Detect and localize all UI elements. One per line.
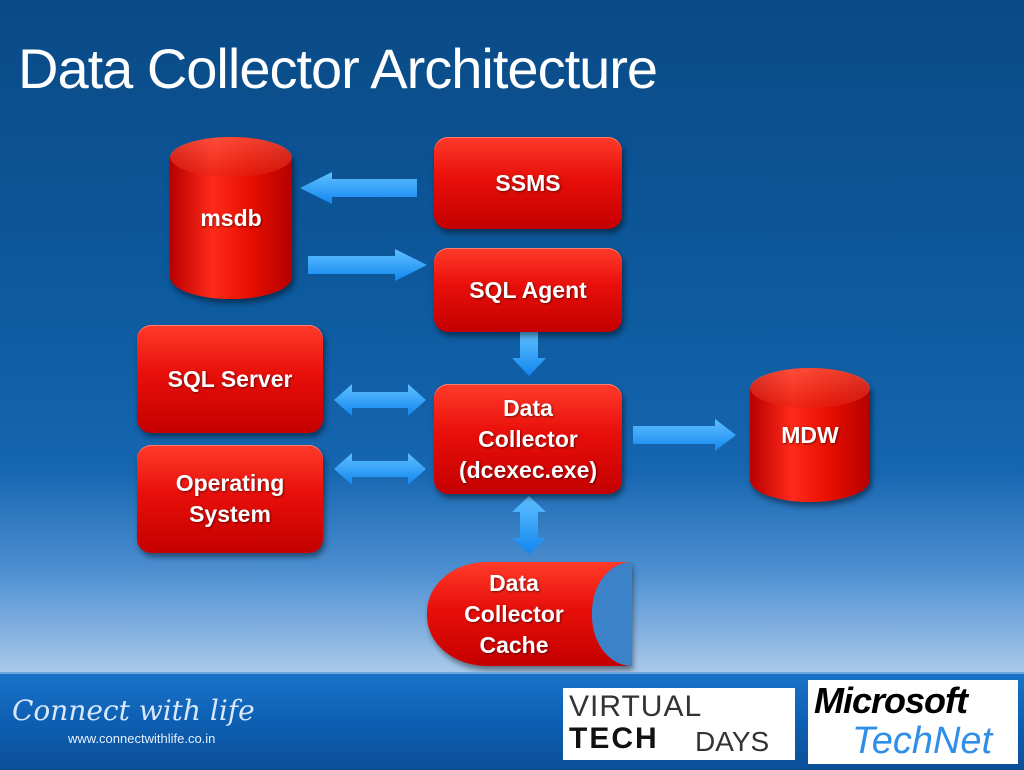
cache-label: Data Collector Cache	[464, 569, 564, 658]
slide: Data Collector Architecture msdb SSMS SQ…	[0, 0, 1024, 672]
mdw-database: MDW	[750, 368, 870, 502]
virtual-techdays-logo: VIRTUAL TECH DAYS	[563, 688, 795, 760]
logo-days-text: DAYS	[695, 726, 770, 757]
msdb-label: msdb	[200, 204, 262, 231]
logo-virtual-text: VIRTUAL	[569, 690, 703, 723]
arrow-data-collector-cache	[512, 496, 546, 554]
slide-title: Data Collector Architecture	[18, 37, 658, 100]
sql-agent-label: SQL Agent	[469, 276, 587, 303]
arrow-data-collector-to-mdw	[633, 419, 736, 451]
logo-technet-text: TechNet	[852, 720, 993, 762]
arrow-msdb-to-sql-agent	[308, 249, 427, 281]
data-collector-box: Data Collector (dcexec.exe)	[434, 384, 622, 494]
sql-agent-box: SQL Agent	[434, 248, 622, 332]
logo-microsoft-text: Microsoft	[814, 680, 968, 721]
sql-server-label: SQL Server	[167, 365, 293, 392]
ssms-label: SSMS	[495, 169, 561, 196]
arrow-operating-system-data-collector	[334, 453, 426, 485]
data-collector-cache: Data Collector Cache	[427, 562, 632, 666]
data-collector-label: Data Collector (dcexec.exe)	[458, 394, 598, 483]
msdb-database: msdb	[170, 137, 292, 299]
footer-tagline: Connect with life	[12, 694, 255, 727]
arrow-sql-server-data-collector	[334, 384, 426, 416]
operating-system-label: Operating System	[175, 470, 285, 527]
connector-arrows	[300, 172, 736, 554]
footer: Connect with life www.connectwithlife.co…	[0, 672, 1024, 770]
ssms-box: SSMS	[434, 137, 622, 229]
arrow-sql-agent-to-data-collector	[512, 332, 546, 376]
operating-system-box: Operating System	[137, 445, 323, 553]
mdw-label: MDW	[781, 421, 839, 448]
arrow-ssms-to-msdb	[300, 172, 417, 204]
logo-tech-text: TECH	[569, 722, 659, 755]
sql-server-box: SQL Server	[137, 325, 323, 433]
microsoft-technet-logo: Microsoft TechNet	[808, 680, 1018, 764]
footer-url: www.connectwithlife.co.in	[68, 731, 216, 746]
